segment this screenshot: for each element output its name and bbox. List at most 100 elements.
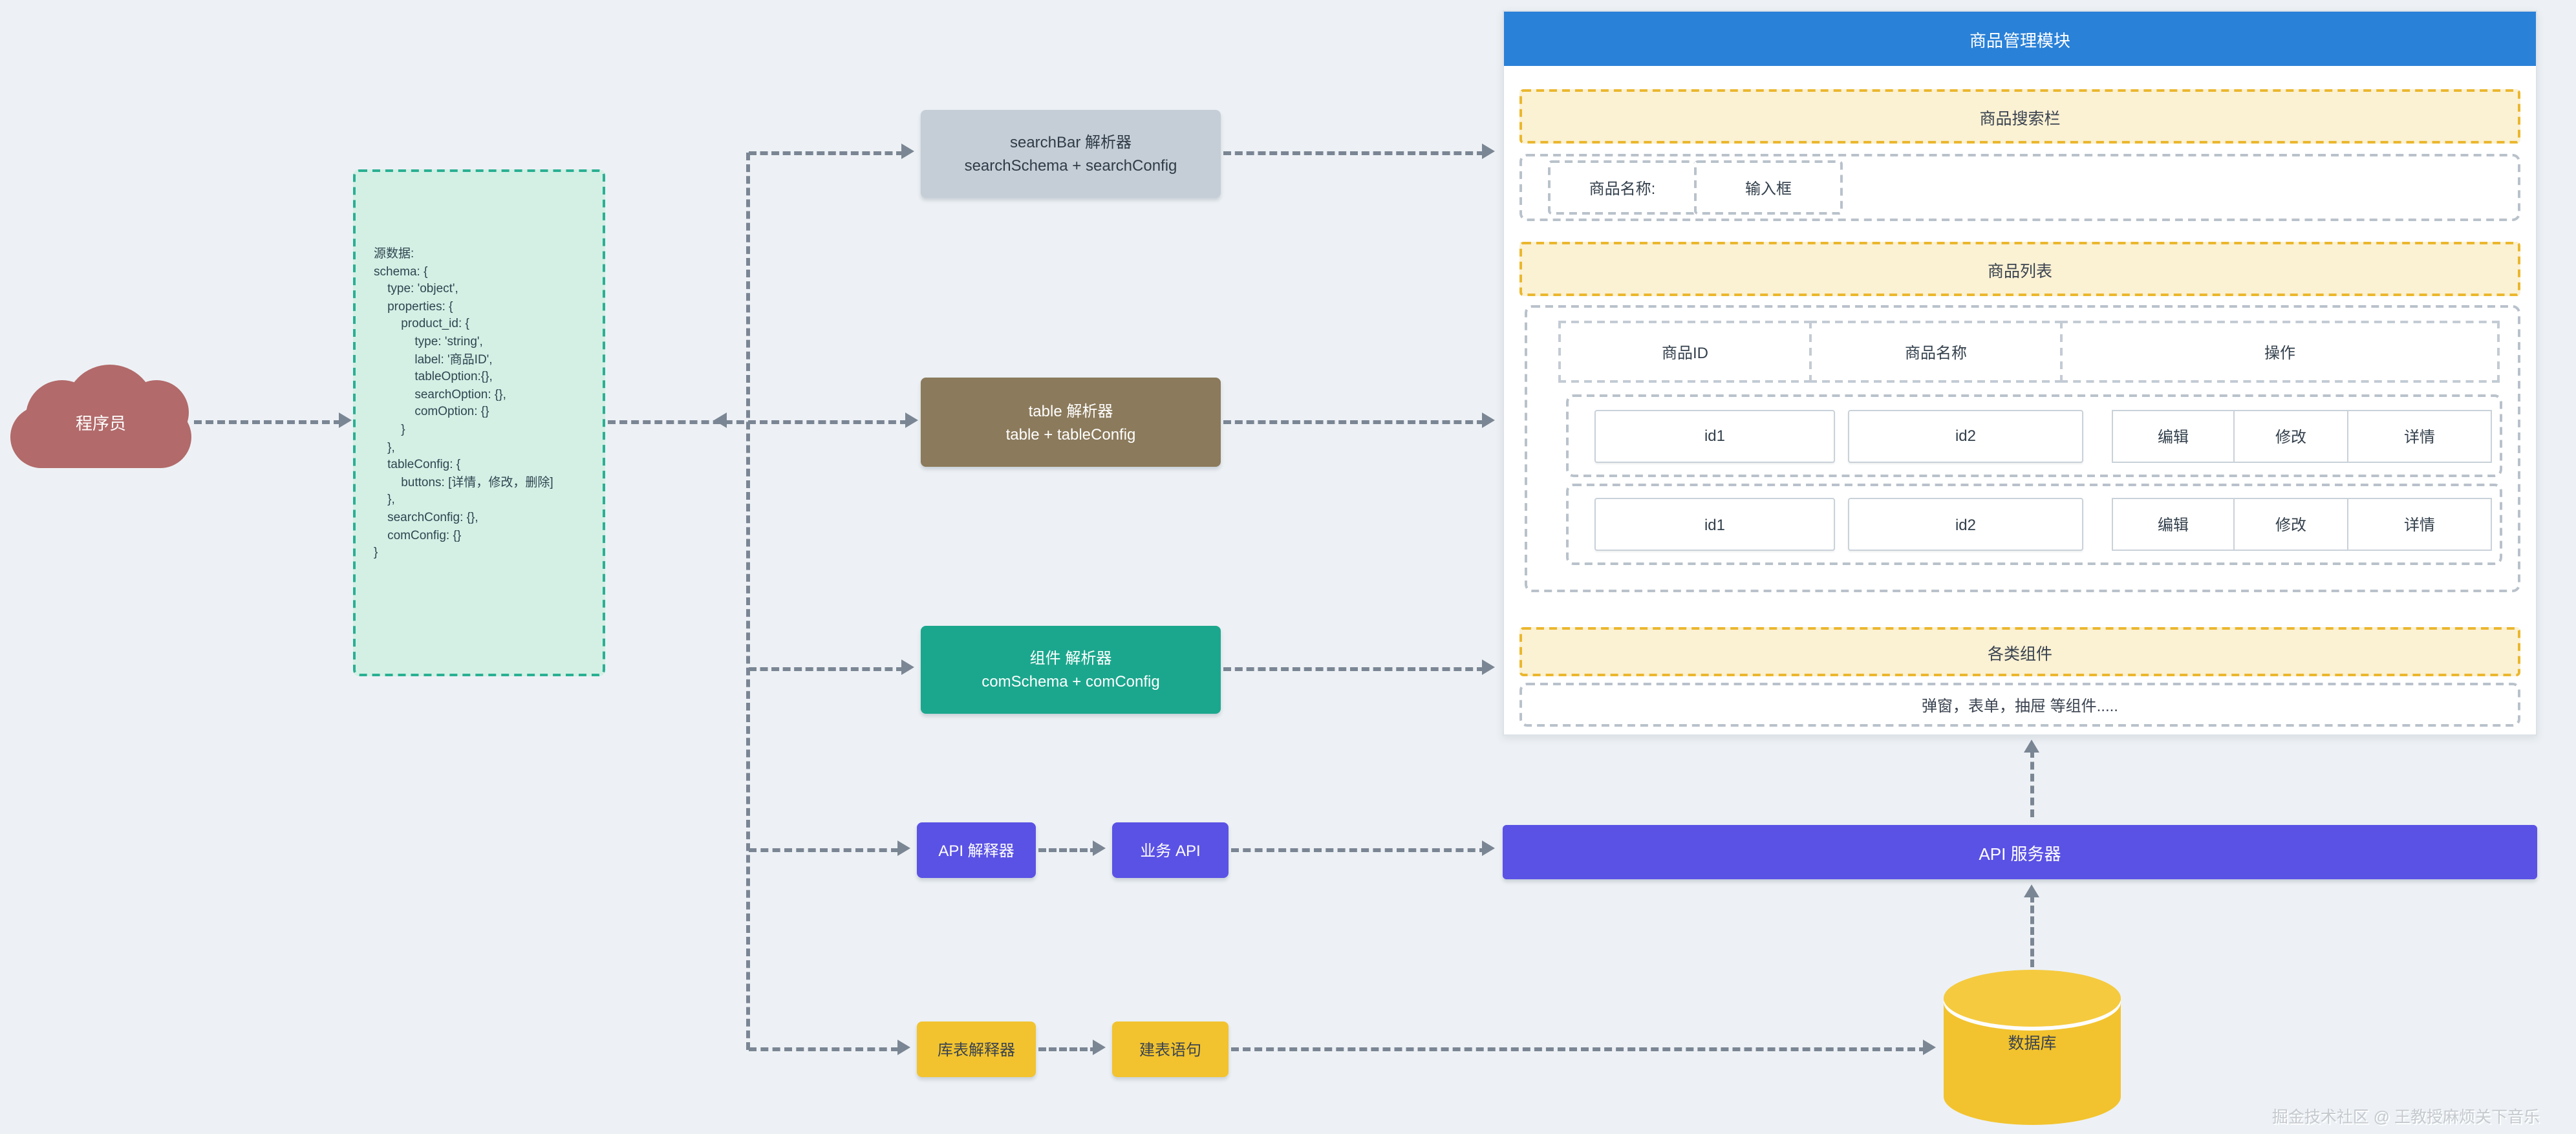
arrowhead-icon [901,144,914,159]
search-section-banner-label: 商品搜索栏 [1979,109,2061,127]
source-line: } [374,546,378,561]
watermark: 掘金技术社区 @ 王教授麻烦关下音乐 [2271,1108,2540,1126]
table-header-product-id: 商品ID [1558,321,1812,383]
connector-biz-api-to-server [1231,848,1487,852]
api-server-label: API 服务器 [1979,844,2061,863]
ddl-statement-label: 建表语句 [1139,1040,1201,1058]
components-section-content: 弹窗，表单，抽屉 等组件..... [1921,696,2118,714]
action-button-group: 编辑 修改 详情 [2112,498,2492,551]
connector-spine-to-db-parser [749,1047,899,1051]
search-section-body: 商品名称: 输入框 [1519,154,2520,221]
arrowhead-icon [897,840,910,856]
table-parser-subtitle: table + tableConfig [1005,425,1136,443]
biz-api-node: 业务 API [1112,822,1229,878]
source-line: } [374,422,405,437]
cell-product-name: id2 [1848,498,2083,551]
components-section-banner-label: 各类组件 [1987,645,2052,663]
modify-button[interactable]: 修改 [2233,498,2349,551]
panel-title: 商品管理模块 [1969,30,2070,50]
source-line: }, [374,493,395,508]
connector-cloud-to-source [194,420,341,424]
db-table-interpreter-label: 库表解释器 [937,1040,1015,1058]
api-server-bar: API 服务器 [1503,825,2537,879]
source-line: }, [374,440,395,455]
source-line: buttons: [详情，修改，删除] [374,475,553,490]
table-header-product-name: 商品名称 [1809,321,2063,383]
connector-spine-to-searchbar-parser [749,151,904,155]
connector-ddl-to-database [1231,1047,1927,1051]
table-header-row: 商品ID 商品名称 操作 [1558,321,2500,383]
connector-com-to-panel [1223,667,1485,671]
source-line: schema: { [374,264,428,279]
api-interpreter-node: API 解释器 [917,822,1036,878]
db-table-interpreter-node: 库表解释器 [917,1022,1036,1077]
edit-button[interactable]: 编辑 [2112,409,2235,462]
programmer-cloud-label: 程序员 [75,413,126,433]
table-header-actions: 操作 [2060,321,2500,383]
database-cylinder: 数据库 [1944,970,2121,1125]
searchbar-parser-subtitle: searchSchema + searchConfig [964,156,1177,175]
connector-searchbar-to-panel [1223,151,1485,155]
arrowhead-icon [339,412,352,428]
connector-spine-to-com-parser [749,667,904,671]
connector-spine-to-api-parser [749,848,899,852]
arrowhead-icon [1093,1040,1106,1055]
list-section-body: 商品ID 商品名称 操作 id1 id2 编辑 修改 详情 id1 id2 编辑… [1525,305,2520,592]
arrowhead-icon [1093,840,1106,856]
connector-table-to-panel [1223,420,1485,424]
source-line: properties: { [374,299,453,314]
cell-product-id: id1 [1594,498,1835,551]
arrowhead-icon [2024,884,2039,897]
arrowhead-icon [897,1040,910,1055]
source-line: searchOption: {}, [374,387,506,402]
source-line: comConfig: {} [374,528,462,542]
modify-button[interactable]: 修改 [2233,409,2349,462]
source-line: 源数据: [374,247,414,261]
arrowhead-icon [1482,659,1495,675]
table-row: id1 id2 编辑 修改 详情 [1566,484,2502,565]
detail-button[interactable]: 详情 [2347,498,2492,551]
product-name-input[interactable]: 输入框 [1694,160,1843,215]
source-line: tableOption:{}, [374,370,493,385]
arrowhead-icon [714,412,727,428]
arrowhead-icon [1482,144,1495,159]
arrowhead-icon [1482,412,1495,428]
table-parser-node: table 解析器 table + tableConfig [921,378,1221,467]
connector-source-to-table-parser [608,420,908,424]
cell-product-name: id2 [1848,409,2083,462]
product-name-label: 商品名称: [1548,160,1697,215]
connector-api-parser-to-biz-api [1038,848,1098,852]
source-line: label: '商品ID', [374,352,493,367]
detail-button[interactable]: 详情 [2347,409,2492,462]
connector-spine [746,153,750,1050]
component-parser-title: 组件 解析器 [1029,649,1112,667]
action-button-group: 编辑 修改 详情 [2112,409,2492,462]
connector-db-parser-to-ddl [1038,1047,1098,1051]
searchbar-parser-title: searchBar 解析器 [1009,133,1132,151]
source-line: type: 'string', [374,334,483,349]
source-line: tableConfig: { [374,458,461,473]
biz-api-label: 业务 API [1140,841,1201,859]
component-parser-subtitle: comSchema + comConfig [982,672,1160,690]
source-line: searchConfig: {}, [374,510,478,525]
cell-product-id: id1 [1594,409,1835,462]
connector-server-to-panel [2030,750,2034,817]
source-line: product_id: { [374,317,469,332]
components-section-body: 弹窗，表单，抽屉 等组件..... [1519,683,2520,727]
database-label: 数据库 [2008,1034,2057,1053]
edit-button[interactable]: 编辑 [2112,498,2235,551]
arrowhead-icon [905,412,918,428]
list-section-banner: 商品列表 [1519,242,2520,296]
source-line: comOption: {} [374,405,489,420]
source-schema-box: 源数据: schema: { type: 'object', propertie… [353,169,605,676]
source-line: type: 'object', [374,282,458,297]
table-parser-title: table 解析器 [1028,401,1113,420]
table-row: id1 id2 编辑 修改 详情 [1566,394,2502,477]
ddl-statement-node: 建表语句 [1112,1022,1229,1077]
arrowhead-icon [901,659,914,675]
product-module-panel: 商品管理模块 商品搜索栏 商品名称: 输入框 商品列表 商品ID 商品名称 操作… [1503,10,2537,736]
search-section-banner: 商品搜索栏 [1519,89,2520,144]
arrowhead-icon [1923,1040,1936,1055]
programmer-cloud: 程序员 [10,365,191,471]
list-section-banner-label: 商品列表 [1987,262,2052,280]
